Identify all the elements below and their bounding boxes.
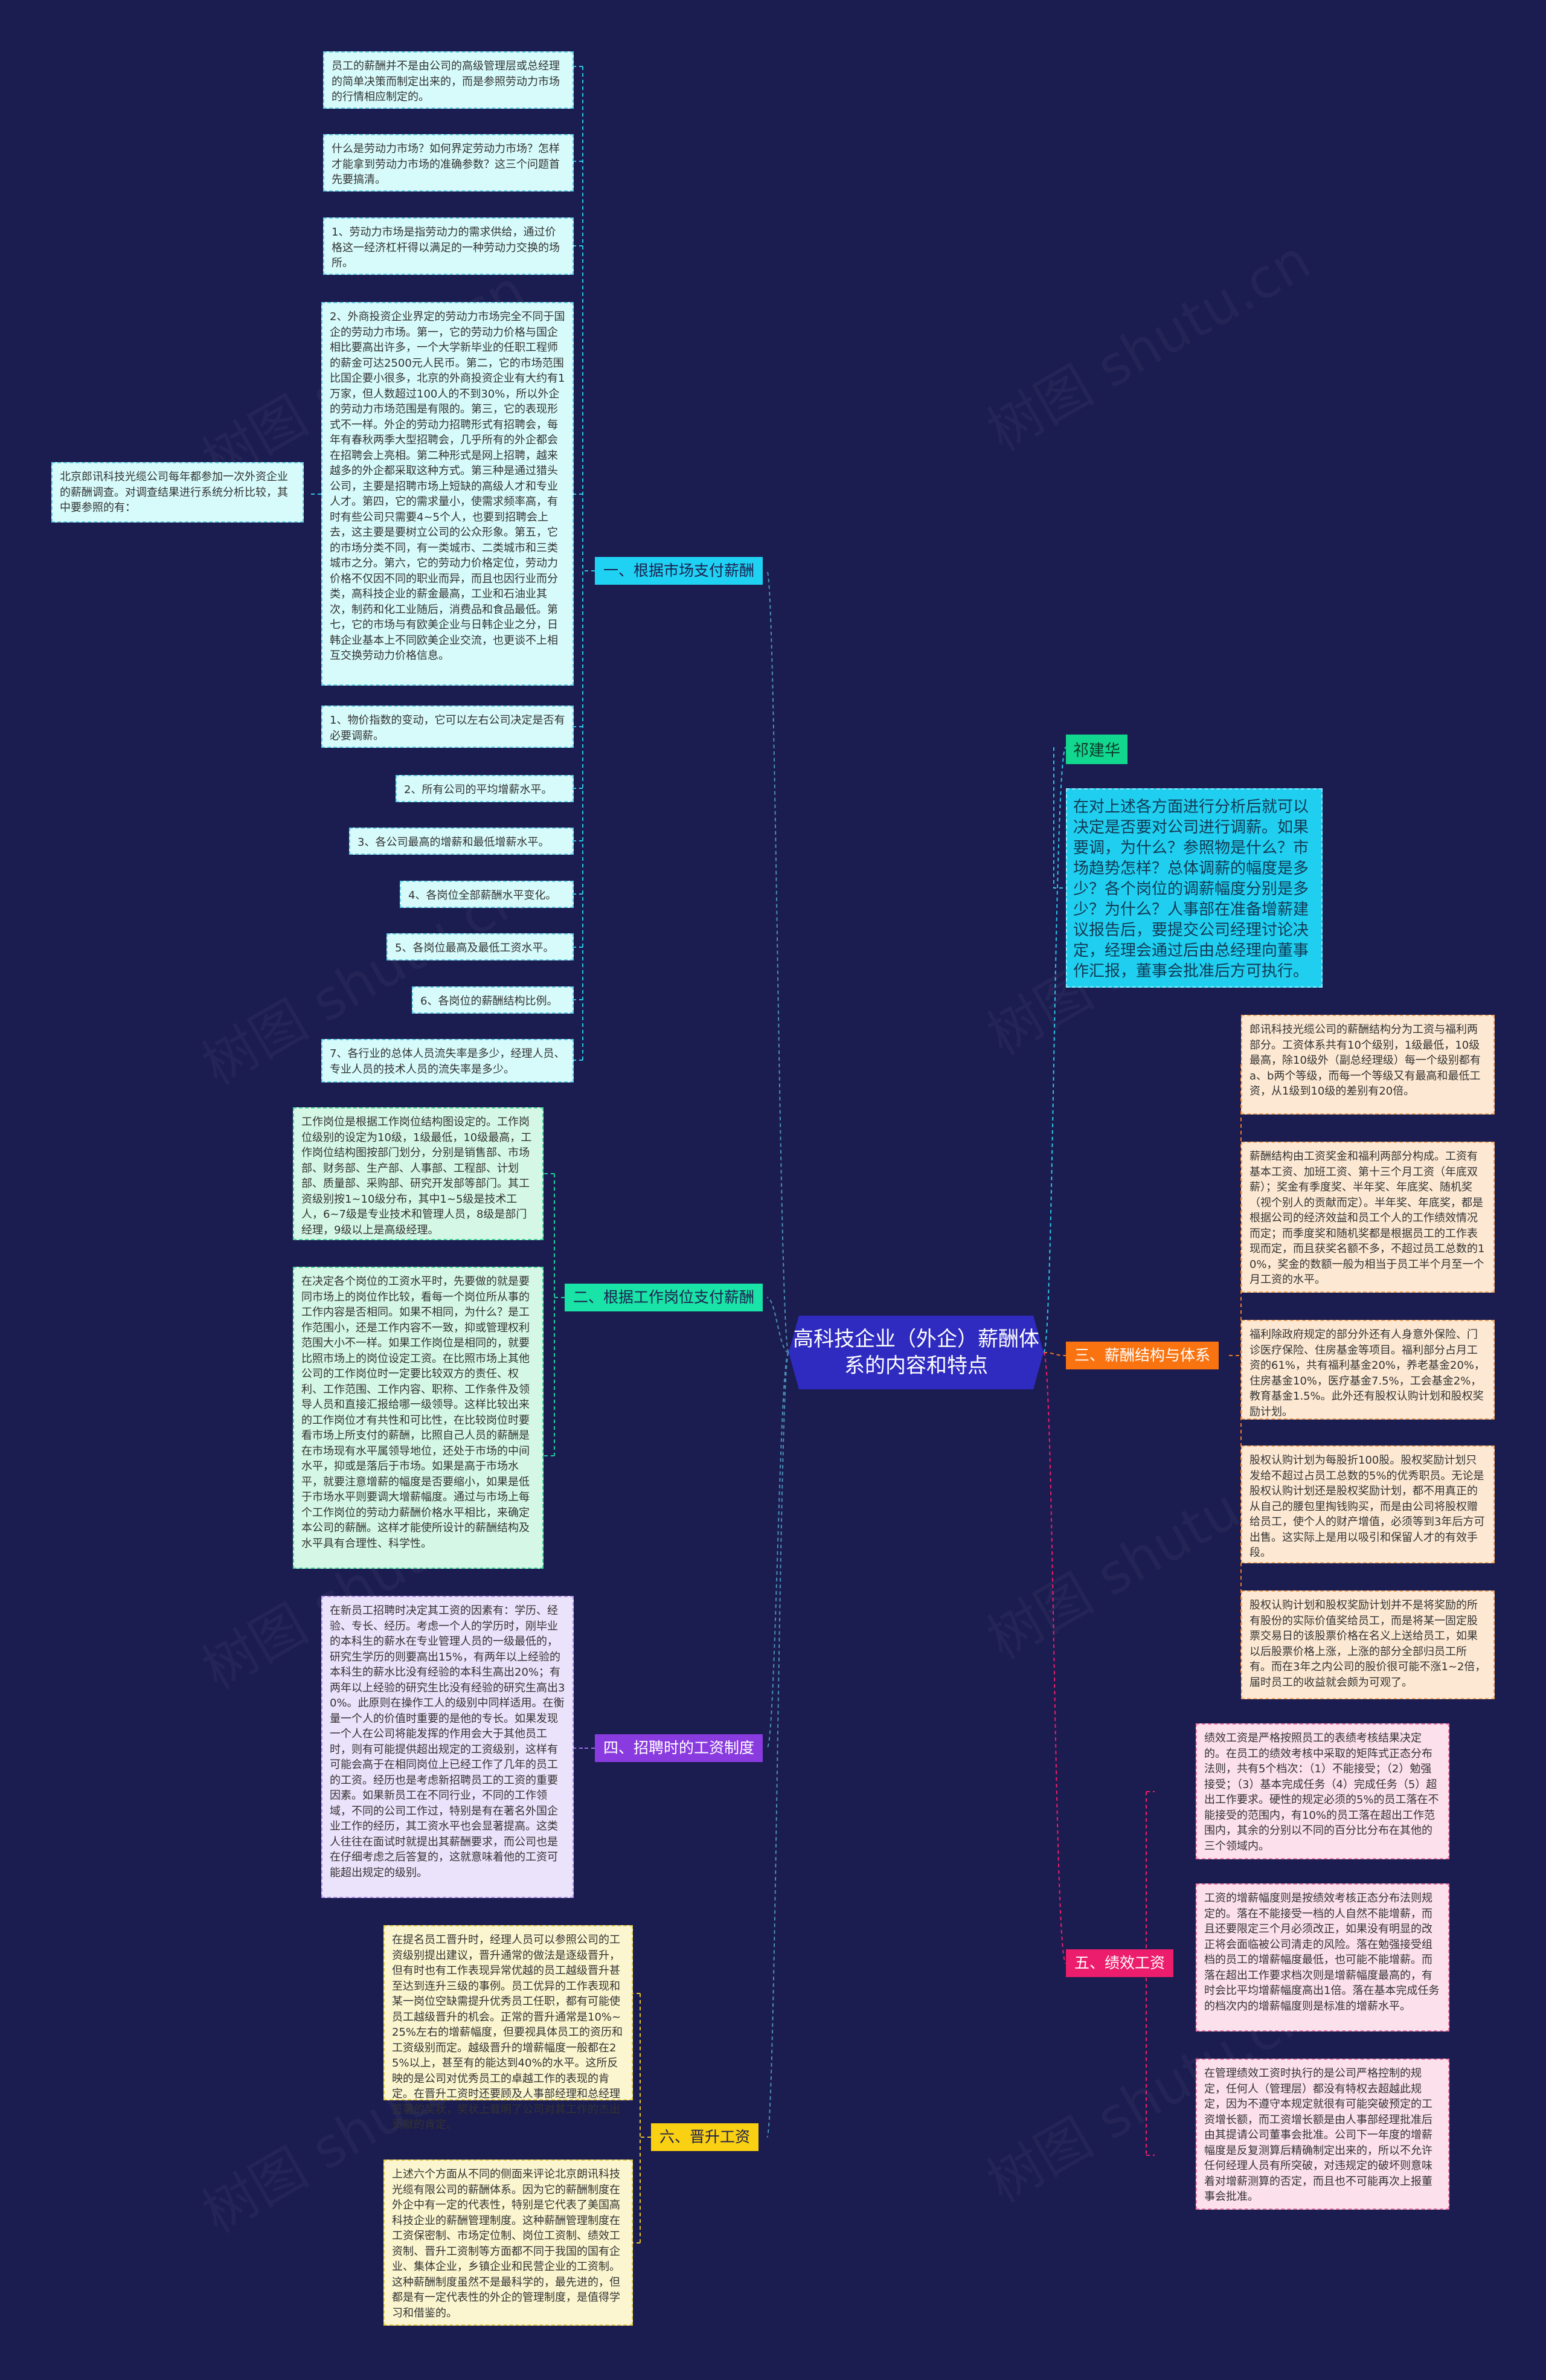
b5-node[interactable]: 绩效工资是严格按照员工的表绩考核结果决定的。在员工的绩效考核中采取的矩阵式正态分… [1196, 1723, 1449, 1859]
node-text: 6、各岗位的薪酬结构比例。 [420, 995, 558, 1008]
branch-label: 三、薪酬结构与体系 [1074, 1346, 1211, 1364]
node-text: 在新员工招聘时决定其工资的因素有：学历、经验、专长、经历。考虑一个人的学历时，刚… [330, 1604, 565, 1879]
node-text: 4、各岗位全部薪酬水平变化。 [408, 889, 557, 902]
b2-node[interactable]: 工作岗位是根据工作岗位结构图设定的。工作岗位级别的设定为10级，1级最低，10级… [293, 1107, 544, 1240]
b1-node[interactable]: 1、劳动力市场是指劳动力的需求供给，通过价格这一经济杠杆得以满足的一种劳动力交换… [323, 217, 574, 275]
branch-label: 六、晋升工资 [659, 2128, 751, 2146]
node-text: 在决定各个岗位的工资水平时，先要做的就是要同市场上的岗位作比较，看每一个岗位所从… [301, 1275, 530, 1550]
node-text: 上述六个方面从不同的侧面来评论北京朗讯科技光缆有限公司的薪酬体系。因为它的薪酬制… [392, 2168, 620, 2320]
node-text: 什么是劳动力市场？如何界定劳动力市场？怎样才能拿到劳动力市场的准确参数？这三个问… [332, 143, 560, 186]
b2-node[interactable]: 在决定各个岗位的工资水平时，先要做的就是要同市场上的岗位作比较，看每一个岗位所从… [293, 1267, 544, 1569]
node-text: 工作岗位是根据工作岗位结构图设定的。工作岗位级别的设定为10级，1级最低，10级… [301, 1116, 532, 1237]
branch-position-pay[interactable]: 二、根据工作岗位支付薪酬 [565, 1284, 763, 1311]
b1-node[interactable]: 3、各公司最高的增薪和最低增薪水平。 [349, 828, 574, 855]
node-text: 薪酬结构由工资奖金和福利两部分构成。工资有基本工资、加班工资、第十三个月工资（年… [1249, 1150, 1485, 1286]
node-text: 北京郎讯科技光缆公司每年都参加一次外资企业的薪酬调查。对调查结果进行系统分析比较… [60, 471, 288, 514]
author-name: 祁建华 [1073, 742, 1121, 760]
b1-left-node[interactable]: 北京郎讯科技光缆公司每年都参加一次外资企业的薪酬调查。对调查结果进行系统分析比较… [51, 462, 304, 523]
b1-node[interactable]: 2、外商投资企业界定的劳动力市场完全不同于国企的劳动力市场。第一，它的劳动力价格… [321, 302, 574, 686]
node-text: 绩效工资是严格按照员工的表绩考核结果决定的。在员工的绩效考核中采取的矩阵式正态分… [1204, 1732, 1439, 1853]
b3-node[interactable]: 郎讯科技光缆公司的薪酬结构分为工资与福利两部分。工资体系共有10个级别，1级最低… [1241, 1015, 1495, 1114]
node-text: 7、各行业的总体人员流失率是多少，经理人员、专业人员的技术人员的流失率是多少。 [330, 1047, 565, 1076]
b3-node[interactable]: 股权认购计划为每股折100股。股权奖励计划只发给不超过占员工总数的5%的优秀职员… [1241, 1446, 1495, 1563]
node-text: 员工的薪酬并不是由公司的高级管理层或总经理的简单决策而制定出来的，而是参照劳动力… [332, 60, 560, 103]
b3-node[interactable]: 薪酬结构由工资奖金和福利两部分构成。工资有基本工资、加班工资、第十三个月工资（年… [1241, 1142, 1495, 1293]
node-text: 福利除政府规定的部分外还有人身意外保险、门诊医疗保险、住房基金等项目。福利部分占… [1249, 1328, 1486, 1418]
central-topic-label: 高科技企业（外企）薪酬体系的内容和特点 [793, 1327, 1039, 1378]
b1-node[interactable]: 2、所有公司的平均增薪水平。 [396, 775, 574, 802]
b3-node[interactable]: 福利除政府规定的部分外还有人身意外保险、门诊医疗保险、住房基金等项目。福利部分占… [1241, 1320, 1495, 1420]
b5-node[interactable]: 工资的增薪幅度则是按绩效考核正态分布法则规定的。落在不能接受一档的人自然不能增薪… [1196, 1883, 1449, 2031]
author-tag[interactable]: 祁建华 [1066, 735, 1128, 764]
b1-node[interactable]: 1、物价指数的变动，它可以左右公司决定是否有必要调薪。 [321, 706, 574, 748]
branch-promotion-pay[interactable]: 六、晋升工资 [651, 2123, 759, 2151]
branch-market-pay[interactable]: 一、根据市场支付薪酬 [595, 557, 763, 585]
b6-node[interactable]: 在提名员工晋升时，经理人员可以参照公司的工资级别提出建议，晋升通常的做法是逐级晋… [383, 1925, 633, 2131]
node-text: 5、各岗位最高及最低工资水平。 [395, 942, 554, 954]
branch-label: 四、招聘时的工资制度 [603, 1739, 755, 1757]
b1-node[interactable]: 7、各行业的总体人员流失率是多少，经理人员、专业人员的技术人员的流失率是多少。 [321, 1039, 574, 1082]
b1-node[interactable]: 4、各岗位全部薪酬水平变化。 [400, 881, 574, 908]
summary-node[interactable]: 在对上述各方面进行分析后就可以决定是否要对公司进行调薪。如果要调，为什么？参照物… [1066, 788, 1323, 988]
branch-recruit-pay[interactable]: 四、招聘时的工资制度 [595, 1734, 763, 1762]
b1-node[interactable]: 什么是劳动力市场？如何界定劳动力市场？怎样才能拿到劳动力市场的准确参数？这三个问… [323, 134, 574, 191]
node-text: 郎讯科技光缆公司的薪酬结构分为工资与福利两部分。工资体系共有10个级别，1级最低… [1249, 1023, 1481, 1098]
branch-label: 一、根据市场支付薪酬 [603, 562, 755, 579]
b3-node[interactable]: 股权认购计划和股权奖励计划并不是将奖励的所有股份的实际价值奖给员工，而是将某一固… [1241, 1590, 1495, 1699]
node-text: 股权认购计划和股权奖励计划并不是将奖励的所有股份的实际价值奖给员工，而是将某一固… [1249, 1599, 1486, 1689]
node-text: 在管理绩效工资时执行的是公司严格控制的规定，任何人（管理层）都没有特权去超越此规… [1204, 2067, 1432, 2203]
node-text: 3、各公司最高的增薪和最低增薪水平。 [358, 836, 550, 849]
node-text: 在提名员工晋升时，经理人员可以参照公司的工资级别提出建议，晋升通常的做法是逐级晋… [392, 1934, 623, 2131]
node-text: 2、外商投资企业界定的劳动力市场完全不同于国企的劳动力市场。第一，它的劳动力价格… [330, 310, 565, 662]
branch-label: 五、绩效工资 [1074, 1954, 1166, 1972]
central-topic[interactable]: 高科技企业（外企）薪酬体系的内容和特点 [789, 1316, 1044, 1389]
node-text: 工资的增薪幅度则是按绩效考核正态分布法则规定的。落在不能接受一档的人自然不能增薪… [1204, 1892, 1440, 2013]
node-text: 2、所有公司的平均增薪水平。 [404, 783, 553, 796]
node-text: 1、物价指数的变动，它可以左右公司决定是否有必要调薪。 [330, 714, 565, 742]
summary-text: 在对上述各方面进行分析后就可以决定是否要对公司进行调薪。如果要调，为什么？参照物… [1073, 798, 1309, 980]
branch-performance-pay[interactable]: 五、绩效工资 [1066, 1949, 1174, 1977]
b1-node[interactable]: 员工的薪酬并不是由公司的高级管理层或总经理的简单决策而制定出来的，而是参照劳动力… [323, 51, 574, 109]
b1-node[interactable]: 6、各岗位的薪酬结构比例。 [412, 986, 574, 1014]
b1-node[interactable]: 5、各岗位最高及最低工资水平。 [386, 933, 574, 960]
branch-label: 二、根据工作岗位支付薪酬 [573, 1288, 755, 1306]
branch-salary-structure[interactable]: 三、薪酬结构与体系 [1066, 1342, 1219, 1369]
node-text: 股权认购计划为每股折100股。股权奖励计划只发给不超过占员工总数的5%的优秀职员… [1249, 1454, 1485, 1559]
node-text: 1、劳动力市场是指劳动力的需求供给，通过价格这一经济杠杆得以满足的一种劳动力交换… [332, 226, 560, 269]
b4-node[interactable]: 在新员工招聘时决定其工资的因素有：学历、经验、专长、经历。考虑一个人的学历时，刚… [321, 1596, 574, 1898]
b6-node[interactable]: 上述六个方面从不同的侧面来评论北京朗讯科技光缆有限公司的薪酬体系。因为它的薪酬制… [383, 2160, 633, 2326]
b5-node[interactable]: 在管理绩效工资时执行的是公司严格控制的规定，任何人（管理层）都没有特权去超越此规… [1196, 2059, 1449, 2210]
